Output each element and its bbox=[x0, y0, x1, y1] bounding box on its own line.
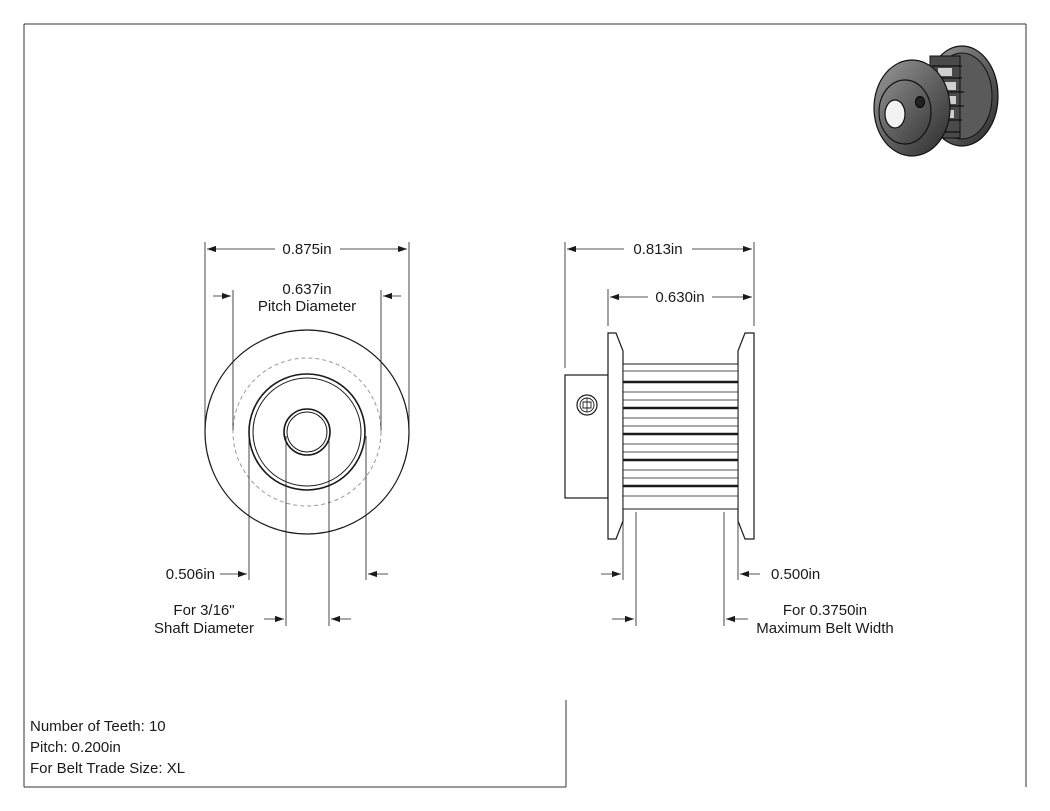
pitch-diameter-value: 0.637in bbox=[282, 281, 331, 298]
side-view-extension-lines bbox=[564, 242, 755, 626]
outer-flange-circle bbox=[204, 329, 410, 535]
front-view-extension-lines bbox=[204, 242, 410, 626]
belt-width-label: Maximum Belt Width bbox=[756, 620, 894, 637]
hub-circle-outer bbox=[248, 373, 366, 491]
hub-diameter-label: 0.506in bbox=[166, 566, 215, 583]
belt-width-value-label: For 0.3750in bbox=[783, 602, 867, 619]
left-flange bbox=[607, 332, 624, 540]
front-view-dimension-lines bbox=[207, 245, 407, 623]
pulley-side-view bbox=[564, 332, 755, 540]
outer-diameter-label: 0.875in bbox=[282, 241, 331, 258]
drawing-border bbox=[23, 23, 1027, 788]
pitch-circle bbox=[232, 357, 382, 507]
right-flange bbox=[737, 332, 755, 540]
side-view-dimension-lines bbox=[567, 245, 760, 623]
set-screw bbox=[576, 394, 598, 416]
teeth-count-note: Number of Teeth: 10 bbox=[30, 718, 166, 735]
bore-circle-inner bbox=[286, 411, 328, 453]
pulley-front-view bbox=[204, 329, 410, 535]
pitch-note: Pitch: 0.200in bbox=[30, 739, 121, 756]
overall-length-label: 0.813in bbox=[633, 241, 682, 258]
flange-span-label: 0.630in bbox=[655, 289, 704, 306]
hub-circle-inner bbox=[252, 377, 362, 487]
shaft-size-label: For 3/16" bbox=[173, 602, 234, 619]
bore-circle-outer bbox=[283, 408, 331, 456]
specification-notes: Number of Teeth: 10 Pitch: 0.200in For B… bbox=[30, 716, 185, 779]
pulley-isometric-view bbox=[873, 45, 999, 157]
pulley-teeth bbox=[623, 370, 738, 497]
tooth-width-label: 0.500in bbox=[771, 566, 820, 583]
pitch-diameter-label: Pitch Diameter bbox=[258, 298, 356, 315]
shaft-diameter-label: Shaft Diameter bbox=[154, 620, 254, 637]
belt-size-note: For Belt Trade Size: XL bbox=[30, 760, 186, 777]
hub-profile bbox=[564, 374, 609, 499]
tooth-body bbox=[622, 363, 739, 510]
